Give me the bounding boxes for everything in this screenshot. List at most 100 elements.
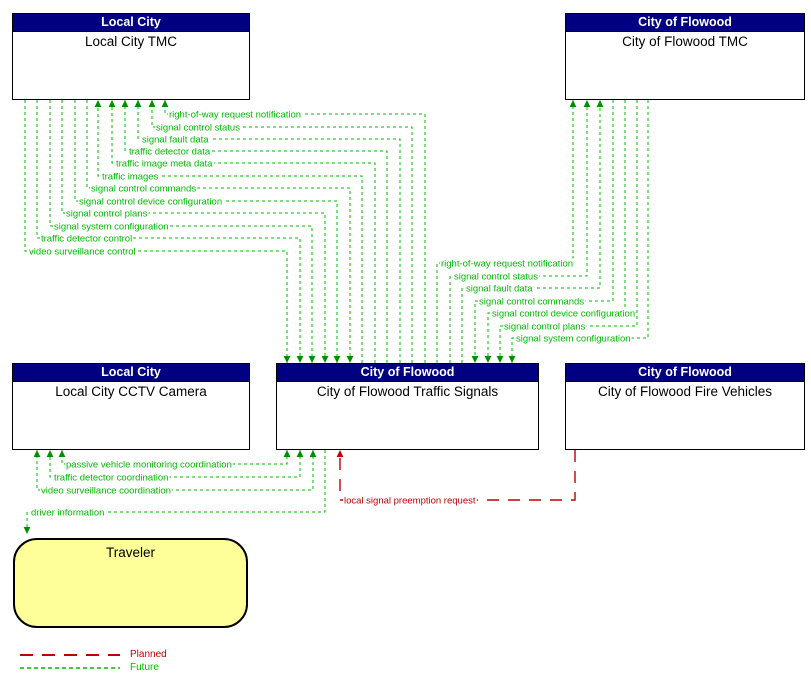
terminator-traveler[interactable]: Traveler [13,538,248,628]
legend-row-future: Future [20,661,167,674]
arrowhead-icon [58,450,66,457]
flow-signal-control-plans-8: signal control plans [61,100,329,363]
flow-right-of-way-request-notification-0: right-of-way request notification [161,100,426,363]
flow-label: right-of-way request notification [169,110,301,121]
flow-label-mask [465,283,535,295]
flow-label: traffic image meta data [116,159,213,170]
flow-video-surveillance-coordination-21: video surveillance coordination [33,450,317,497]
flow-label: signal control device configuration [492,309,635,320]
flow-label-mask [65,459,233,471]
arrowhead-icon [336,450,344,457]
flow-signal-system-configuration-9: signal system configuration [49,100,316,363]
flow-traffic-detector-data-3: traffic detector data [121,100,388,363]
flow-line [61,100,326,363]
flow-line [74,100,338,363]
entity-owner-banner: Local City [13,14,249,32]
flow-passive-vehicle-monitoring-coordination-19: passive vehicle monitoring coordination [58,450,291,471]
flow-label-mask [515,333,632,345]
arrowhead-icon [583,100,591,107]
flow-label-mask [141,134,211,146]
arrowhead-icon [508,356,516,363]
arrowhead-icon [346,356,354,363]
flow-line [97,100,363,363]
entity-title: Local City TMC [84,34,178,49]
flow-signal-control-status-1: signal control status [148,100,413,363]
flow-label-mask [90,183,198,195]
flow-signal-system-configuration-18: signal system configuration [508,100,649,363]
flow-label-mask [53,221,170,233]
flow-label-mask [168,109,303,121]
flow-line [36,450,314,491]
flow-signal-control-plans-17: signal control plans [496,100,638,363]
entity-city-of-flowood-fire-vehicles[interactable]: City of Flowood City of Flowood Fire Veh… [565,363,805,450]
flow-label-mask [491,308,637,320]
flow-label: local signal preemption request [344,496,476,507]
flow-local-signal-preemption-request-23: local signal preemption request [336,450,576,507]
entity-local-city-cctv-camera[interactable]: Local City Local City CCTV Camera [12,363,250,450]
arrowhead-icon [148,100,156,107]
flow-label-mask [28,246,137,258]
arrowhead-icon [161,100,169,107]
flow-label: signal control status [156,123,240,134]
flow-label-mask [478,296,586,308]
flow-label: traffic detector coordination [54,473,168,484]
entity-title: City of Flowood TMC [622,34,748,49]
arrowhead-icon [121,100,129,107]
flow-signal-control-status-13: signal control status [449,100,591,363]
flow-label-mask [343,495,477,507]
flow-label: passive vehicle monitoring coordination [66,460,232,471]
entity-owner-banner: City of Flowood [566,364,804,382]
flow-label: traffic images [102,172,159,183]
flow-label-mask [30,507,106,519]
arrowhead-icon [94,100,102,107]
entity-owner-banner: City of Flowood [277,364,538,382]
flow-label-mask [40,233,134,245]
flow-label: traffic detector control [41,234,132,245]
entity-city-of-flowood-traffic-signals[interactable]: City of Flowood City of Flowood Traffic … [276,363,539,450]
flow-label-mask [40,485,172,497]
flow-label: video surveillance coordination [41,486,171,497]
arrowhead-icon [308,356,316,363]
arrowhead-icon [296,356,304,363]
flow-line [49,450,301,478]
planned-line-sample [20,653,120,656]
flow-line [137,100,401,363]
arrowhead-icon [46,450,54,457]
arrowhead-icon [596,100,604,107]
flow-signal-control-commands-15: signal control commands [471,100,614,363]
flow-label-mask [440,258,575,270]
entity-city-of-flowood-tmc[interactable]: City of Flowood City of Flowood TMC [565,13,805,100]
flow-driver-information-22: driver information [23,450,326,534]
arrowhead-icon [471,356,479,363]
entity-local-city-tmc[interactable]: Local City Local City TMC [12,13,250,100]
arrowhead-icon [333,356,341,363]
arrowhead-icon [283,356,291,363]
flow-label: signal fault data [142,135,209,146]
flow-signal-fault-data-2: signal fault data [134,100,401,363]
flow-signal-control-device-configuration-16: signal control device configuration [484,100,637,363]
entity-owner-banner: City of Flowood [566,14,804,32]
flow-right-of-way-request-notification-12: right-of-way request notification [436,100,577,363]
flow-label: signal control commands [479,297,584,308]
flow-line [24,100,288,363]
flow-label-mask [78,196,224,208]
flow-traffic-image-meta-data-4: traffic image meta data [108,100,376,363]
flow-traffic-detector-control-10: traffic detector control [36,100,304,363]
flow-label: signal system configuration [54,222,169,233]
arrowhead-icon [309,450,317,457]
flow-line [151,100,413,363]
arrowhead-icon [484,356,492,363]
flow-video-surveillance-control-11: video surveillance control [24,100,291,363]
flow-label: signal control status [454,272,538,283]
flow-label: signal control plans [66,209,148,220]
arrowhead-icon [134,100,142,107]
terminator-title: Traveler [105,545,155,560]
flow-label-mask [503,321,587,333]
flow-signal-control-device-configuration-7: signal control device configuration [74,100,341,363]
arrowhead-icon [296,450,304,457]
flow-label-mask [155,122,242,134]
flow-line [339,450,576,501]
entity-owner-banner: Local City [13,364,249,382]
arrowhead-icon [283,450,291,457]
entity-title: City of Flowood Traffic Signals [316,384,499,399]
